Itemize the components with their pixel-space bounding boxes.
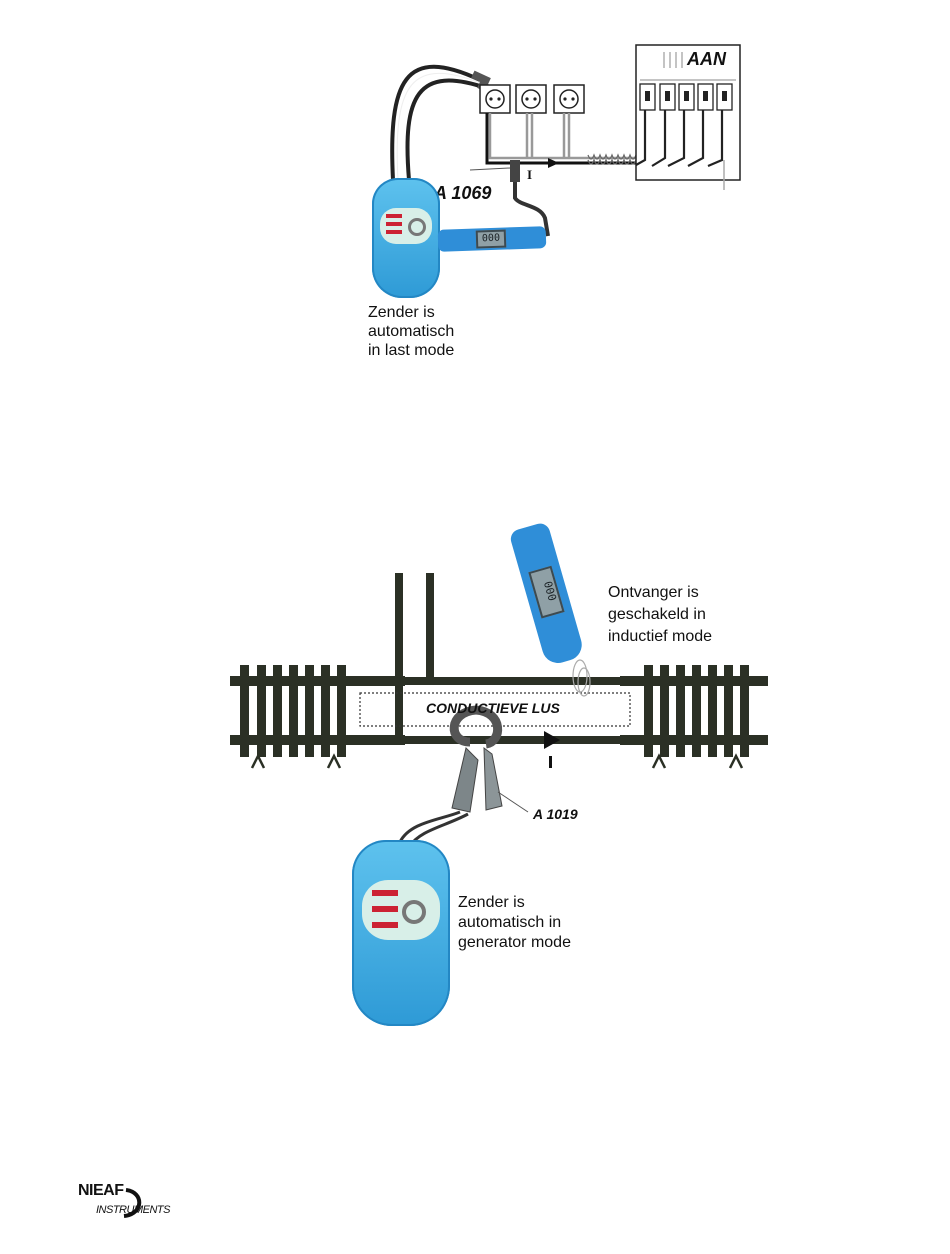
left-rail-block <box>230 665 405 757</box>
transmitter-panel-bottom <box>362 880 440 940</box>
receiver-caption-line3: inductief mode <box>608 627 712 647</box>
bottom-transmitter-caption-line2: automatisch in <box>458 913 561 933</box>
bottom-transmitter-caption-line1: Zender is <box>458 893 525 913</box>
receiver-caption-line1: Ontvanger is <box>608 583 699 603</box>
bottom-transmitter-caption-line3: generator mode <box>458 933 571 953</box>
company-logo: NIEAF INSTRUMENTS <box>78 1182 198 1232</box>
logo-line2: INSTRUMENTS <box>96 1204 170 1216</box>
right-rail-block <box>620 665 768 757</box>
transmitter-device-bottom <box>352 840 450 1026</box>
receiver-display-bottom: 000 <box>528 566 564 619</box>
loop-label: CONDUCTIEVE LUS <box>426 700 560 716</box>
clamp-label: A 1019 <box>533 806 578 822</box>
current-clamp <box>452 710 502 812</box>
receiver-caption-line2: geschakeld in <box>608 605 706 625</box>
power-button-icon <box>402 900 426 924</box>
